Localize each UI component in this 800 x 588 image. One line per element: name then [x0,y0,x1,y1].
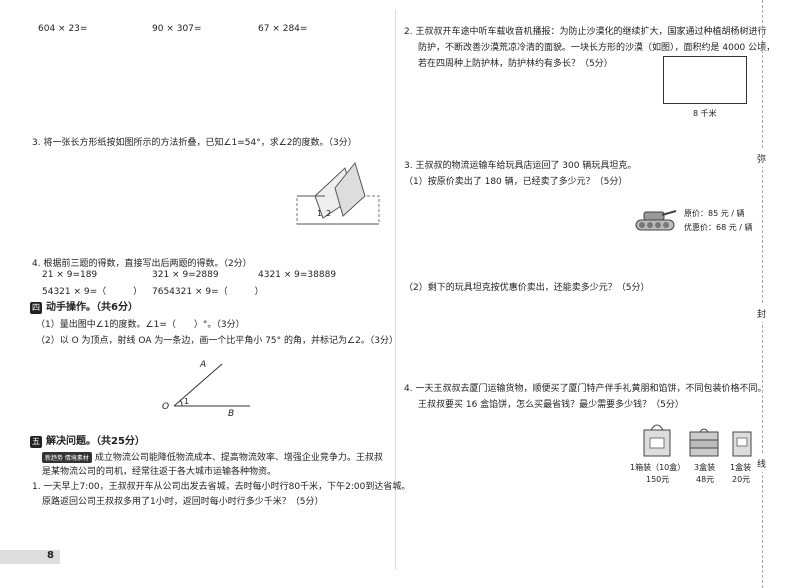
r-q3-sub2: （2）剩下的玩具坦克按优惠价卖出，还能卖多少元？（5分） [404,283,650,293]
page-number-bar: 8 [0,550,60,564]
item-1-price: 150元 [646,475,670,484]
section-5-q1-line2: 原路返回公司王叔叔多用了1小时，返回时每小时行多少千米？（5分） [42,497,324,507]
q4-eq-3: 4321 × 9=38889 [258,270,337,280]
section-4-q2: （2）以 O 为顶点，射线 OA 为一条边，画一个比平角小 75° 的角，并标记… [36,336,399,346]
section-5-header: 五解决问题。（共25分） [30,432,145,448]
section-5-q1-line1: 1. 一天早上7:00，王叔叔开车从公司出发去省城，去时每小时行80千米，下午2… [32,482,411,492]
toy-tank-icon [635,210,677,231]
point-a-label: A [199,360,206,370]
page-number: 8 [47,550,54,561]
seal-char-1: 弥 [757,150,767,167]
trend-tag: 新趋势 情境素材 [42,452,92,463]
stacked-boxes-icon [689,428,719,457]
section-4-title: 动手操作。（共6分） [46,302,138,313]
r-q2-line2: 防护，不断改善沙漠荒凉冷清的面貌。一块长方形的沙漠（如图），面积约是 4000 … [418,43,776,53]
r-q3-sub1: （1）按原价卖出了 180 辆，已经卖了多少元？（5分） [404,177,628,187]
section-4-q1: （1）量出图中∠1的度数。∠1=（ ）°。（3分） [36,320,245,330]
q4-eq-1: 21 × 9=189 [42,270,98,280]
question-3-text: 3. 将一张长方形纸按如图所示的方法折叠，已知∠1=54°，求∠2的度数。（3分… [32,138,357,148]
gift-bag-icon [643,424,671,457]
section-4-header: 四动手操作。（共6分） [30,298,138,314]
angle-2-label: 2 [326,209,331,218]
angle-1-mark: 1 [184,397,189,406]
point-o-label: O [162,402,169,412]
section-5-title: 解决问题。（共25分） [46,436,145,447]
angle-1-label: 1 [317,209,322,218]
r-q4-line2: 王叔叔要买 16 盒馅饼，怎么买最省钱？最少需要多少钱？（5分） [418,400,684,410]
r-q4-line1: 4. 一天王叔叔去厦门运输货物，顺便买了厦门特产伴手礼黄朋和馅饼，不同包装价格不… [404,384,767,394]
q4-eq-4: 54321 × 9=（ ） [42,287,143,297]
point-b-label: B [228,409,234,419]
price-discount: 优惠价：68 元 / 辆 [684,223,753,232]
q4-eq-2: 321 × 9=2889 [152,270,219,280]
section-5-intro-1: 新趋势 情境素材成立物流公司能降低物流成本、提高物流效率、增强企业竞争力。王叔叔 [42,450,383,463]
desert-rectangle [663,56,747,104]
r-q3-line1: 3. 王叔叔的物流运输车给玩具店运回了 300 辆玩具坦克。 [404,161,637,171]
seal-line [762,0,764,588]
intro-line-1: 成立物流公司能降低物流成本、提高物流效率、增强企业竞争力。王叔叔 [94,453,383,463]
item-1-name: 1箱装（10盒） [630,463,686,472]
item-3-price: 20元 [732,475,751,484]
folded-paper-figure: 1 2 [296,161,380,225]
seal-char-3: 线 [757,455,767,472]
section-5-intro-2: 是某物流公司的司机，经常往返于各大城市运输各种物资。 [42,467,277,477]
item-3-name: 1盒装 [730,463,752,472]
rect-width-label: 8 千米 [693,109,717,118]
price-original: 原价：85 元 / 辆 [684,209,745,218]
item-2-name: 3盒装 [694,463,716,472]
item-2-price: 48元 [696,475,715,484]
question-4-text: 4. 根据前三题的得数，直接写出后两题的得数。（2分） [32,259,252,269]
seal-char-2: 封 [757,305,767,322]
calc-item-1: 604 × 23= [38,24,88,34]
single-box-icon [732,431,752,457]
column-divider [395,10,396,570]
r-q2-line3: 若在四周种上防护林，防护林约有多长？（5分） [418,59,613,69]
section-4-badge: 四 [30,301,42,314]
r-q2-line1: 2. 王叔叔开车途中听车载收音机播报：为防止沙漠化的继续扩大，国家通过种植胡杨树… [404,27,767,37]
calc-item-2: 90 × 307= [152,24,202,34]
angle-figure: O A B 1 [162,360,250,419]
section-5-badge: 五 [30,435,42,448]
calc-item-3: 67 × 284= [258,24,308,34]
q4-eq-5: 7654321 × 9=（ ） [152,287,264,297]
